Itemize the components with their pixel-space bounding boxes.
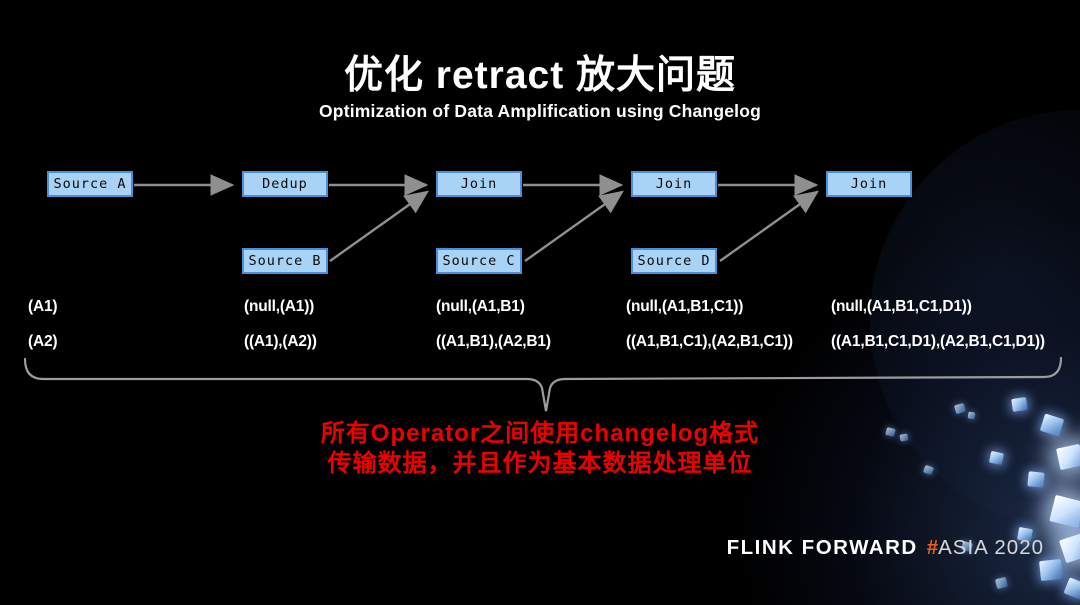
slide-title: 优化 retract 放大问题 [343,54,737,97]
decoration-cube [1039,558,1063,582]
decoration-cube [1049,494,1080,529]
brand-asia-2020: ASIA 2020 [938,536,1044,559]
node-label: Join [850,176,888,192]
node-label: Dedup [262,176,308,192]
brand-hash: # [926,536,939,559]
changelog-cell: ((A1),(A2)) [244,333,317,350]
slide-subtitle: Optimization of Data Amplification using… [319,101,761,121]
node-join-3: Join [826,171,912,197]
changelog-cell: ((A1,B1,C1),(A2,B1,C1)) [626,333,793,350]
node-source-c: Source C [436,248,522,274]
brand-flink-forward: FLINK FORWARD [726,536,918,559]
changelog-cell: ((A1,B1,C1,D1),(A2,B1,C1,D1)) [831,333,1045,350]
changelog-row-1: (A1) (null,(A1)) (null,(A1,B1) (null,(A1… [0,298,1080,320]
node-label: Source B [248,253,322,269]
underbrace-path [23,356,1063,412]
dataflow-arrows [134,174,819,262]
node-source-d: Source D [631,248,717,274]
changelog-row-2: (A2) ((A1),(A2)) ((A1,B1),(A2,B1) ((A1,B… [0,333,1080,355]
node-join-2: Join [631,171,717,197]
node-label: Source C [442,253,516,269]
changelog-cell: (null,(A1,B1) [436,298,525,315]
changelog-cell: (null,(A1,B1,C1)) [626,298,744,315]
changelog-cell: (A1) [28,298,58,315]
arrow-sourceB-join1 [329,190,429,262]
node-source-b: Source B [242,248,328,274]
arrow-sourceC-join2 [524,190,624,262]
arrow-sourceD-join3 [719,190,819,262]
decoration-cube [994,576,1009,590]
node-join-1: Join [436,171,522,197]
decoration-cube [1058,532,1080,564]
node-label: Source D [637,253,711,269]
node-label: Source A [53,176,127,192]
changelog-cell: (null,(A1,B1,C1,D1)) [831,298,972,315]
underbrace [23,356,1063,412]
node-dedup: Dedup [242,171,328,197]
annotation-line-2: 传输数据，并且作为基本数据处理单位 [327,450,753,477]
changelog-cell: ((A1,B1),(A2,B1) [436,333,551,350]
annotation-line-1: 所有Operator之间使用changelog格式 [320,420,760,447]
node-label: Join [460,176,498,192]
node-source-a: Source A [47,171,133,197]
changelog-cell: (A2) [28,333,58,350]
event-brand: FLINK FORWARD #ASIA 2020 [727,536,1044,560]
changelog-cell: (null,(A1)) [244,298,315,315]
node-label: Join [655,176,693,192]
decoration-cube [1063,577,1080,600]
annotation-text: 所有Operator之间使用changelog格式 传输数据，并且作为基本数据处… [0,419,1080,479]
